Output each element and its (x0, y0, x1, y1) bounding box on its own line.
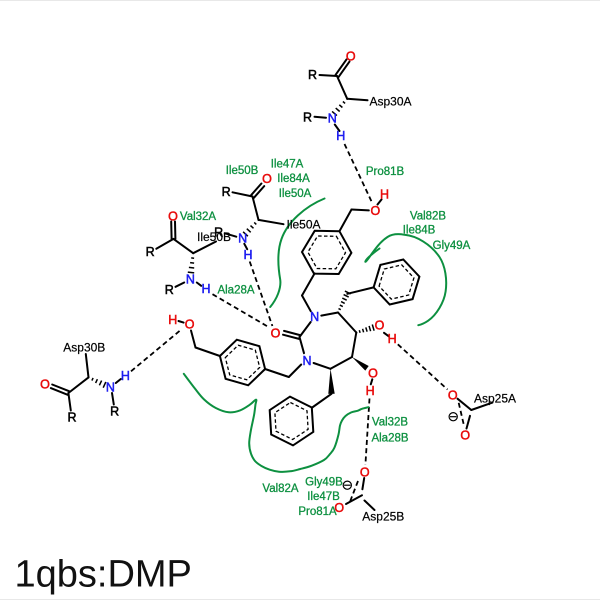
svg-text:Ala28B: Ala28B (371, 432, 408, 444)
svg-text:Ile84A: Ile84A (277, 173, 310, 185)
svg-text:O: O (460, 428, 470, 442)
svg-text:O: O (40, 378, 50, 392)
svg-text:H: H (388, 332, 397, 346)
svg-text:O: O (346, 50, 356, 64)
svg-text:R: R (67, 411, 76, 425)
svg-text:H: H (336, 129, 345, 143)
svg-text:R: R (110, 405, 119, 419)
svg-text:Asp25B: Asp25B (362, 509, 404, 523)
svg-text:N: N (106, 381, 115, 395)
svg-text:Pro81B: Pro81B (366, 166, 405, 178)
svg-text:O: O (371, 204, 381, 218)
svg-text:Asp30B: Asp30B (63, 341, 105, 355)
svg-text:H: H (366, 384, 375, 398)
svg-text:Gly49B: Gly49B (305, 476, 343, 488)
svg-text:O: O (168, 210, 178, 224)
svg-text:Gly49A: Gly49A (433, 240, 471, 252)
svg-text:O: O (334, 501, 344, 515)
svg-text:1qbs:DMP: 1qbs:DMP (15, 554, 192, 596)
svg-text:H: H (121, 369, 130, 383)
svg-text:O: O (185, 318, 195, 332)
svg-text:N: N (328, 112, 337, 126)
svg-text:O: O (368, 366, 378, 380)
svg-text:R: R (146, 245, 155, 259)
svg-text:Ala28A: Ala28A (217, 284, 254, 296)
svg-text:H: H (168, 313, 177, 327)
svg-text:O: O (375, 319, 385, 333)
svg-text:N: N (238, 232, 247, 246)
svg-text:Val82A: Val82A (262, 483, 299, 495)
svg-text:R: R (303, 111, 312, 125)
svg-text:Ile84B: Ile84B (403, 224, 436, 236)
svg-text:O: O (360, 466, 370, 480)
svg-text:H: H (201, 282, 210, 296)
svg-text:Val32B: Val32B (372, 416, 409, 428)
svg-text:N: N (310, 310, 319, 324)
svg-text:Val82B: Val82B (410, 210, 447, 222)
svg-text:R: R (308, 68, 317, 82)
svg-text:Ile47A: Ile47A (271, 158, 304, 170)
svg-text:H: H (243, 248, 252, 262)
svg-text:Ile50A: Ile50A (279, 188, 312, 200)
svg-text:O: O (448, 388, 458, 402)
svg-text:R: R (222, 185, 231, 199)
svg-text:R: R (214, 225, 223, 239)
svg-text:Ile50A: Ile50A (286, 218, 320, 232)
svg-text:Ile50B: Ile50B (226, 165, 259, 177)
svg-text:O: O (271, 326, 281, 340)
svg-text:Pro81A: Pro81A (298, 506, 337, 518)
svg-text:H: H (380, 188, 389, 202)
svg-text:N: N (302, 354, 311, 368)
svg-text:O: O (262, 172, 272, 186)
svg-text:Asp30A: Asp30A (369, 94, 411, 108)
svg-text:N: N (186, 272, 195, 286)
svg-text:Asp25A: Asp25A (474, 391, 516, 405)
svg-text:R: R (165, 283, 174, 297)
svg-text:Val32A: Val32A (180, 211, 217, 223)
